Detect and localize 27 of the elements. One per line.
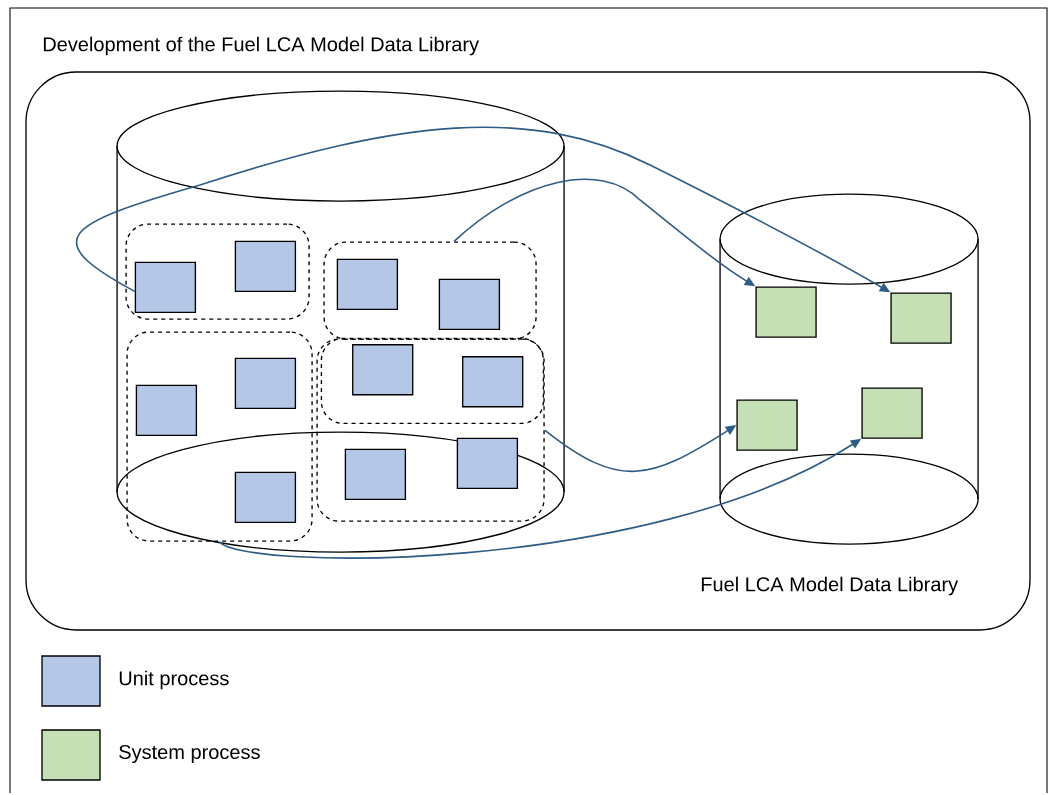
process-box bbox=[456, 437, 519, 490]
legend-label: System process bbox=[119, 744, 260, 764]
legend-label: Unit process bbox=[119, 670, 229, 690]
rounded-frame bbox=[25, 71, 1031, 631]
process-box bbox=[736, 399, 798, 451]
process-box bbox=[755, 286, 817, 338]
process-box bbox=[135, 384, 198, 437]
process-box bbox=[344, 448, 407, 501]
title: Development of the Fuel LCA Model Data Library bbox=[43, 36, 479, 56]
cylinder bbox=[719, 193, 979, 545]
process-box bbox=[234, 240, 297, 293]
group-outline bbox=[320, 337, 545, 425]
process-box bbox=[336, 258, 399, 311]
cylinder bbox=[116, 90, 565, 553]
group-outline bbox=[316, 338, 545, 522]
cylinder-label: Fuel LCA Model Data Library bbox=[701, 576, 959, 596]
process-box bbox=[234, 471, 297, 524]
process-box bbox=[352, 344, 414, 396]
process-box bbox=[134, 261, 197, 314]
process-box bbox=[438, 278, 501, 331]
group-outline bbox=[126, 331, 313, 542]
process-box bbox=[890, 292, 952, 344]
group-outline bbox=[323, 241, 537, 340]
process-box bbox=[462, 356, 524, 408]
group-outline bbox=[125, 223, 310, 320]
process-box bbox=[861, 387, 923, 439]
process-box bbox=[234, 357, 297, 410]
